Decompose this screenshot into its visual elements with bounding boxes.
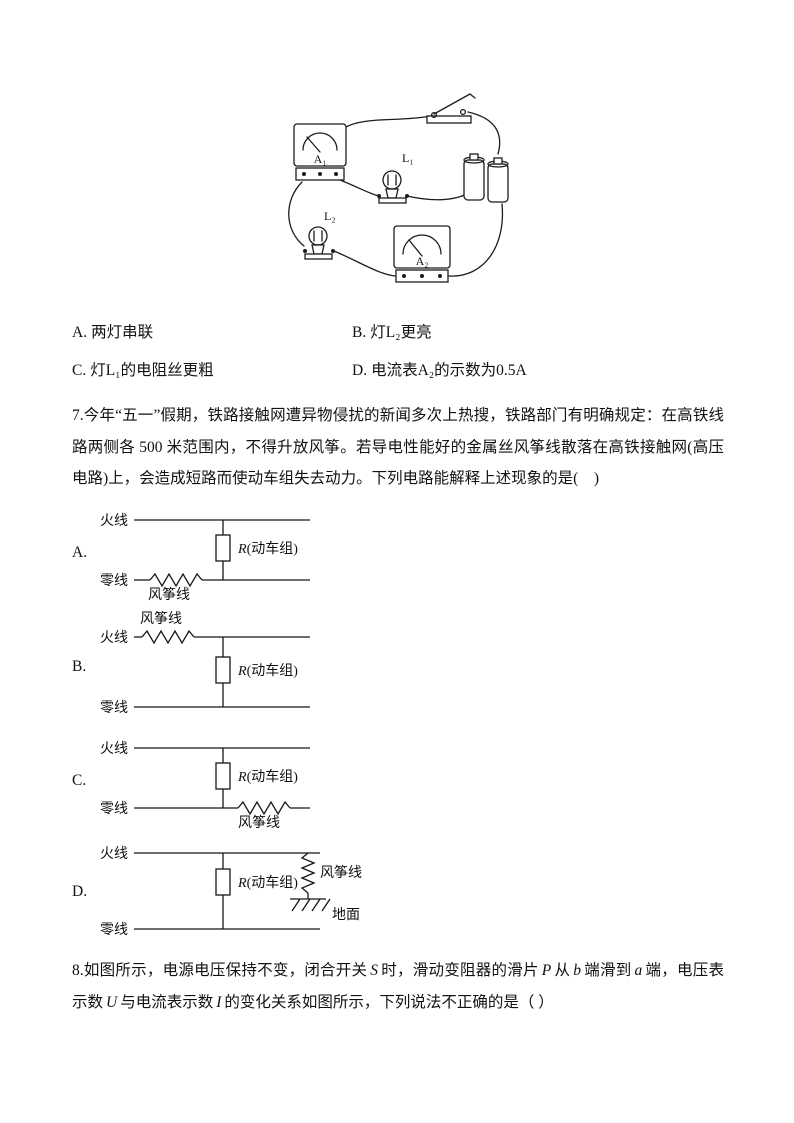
kite-line-zigzag bbox=[237, 800, 291, 816]
resistor-label: R(动车组) bbox=[237, 768, 298, 785]
live-wire-label: 火线 bbox=[100, 513, 128, 529]
wire bbox=[406, 193, 468, 201]
ground-label: 地面 bbox=[332, 907, 360, 923]
option-b-letter: B. bbox=[352, 324, 367, 341]
option-a: A. 两灯串联 bbox=[72, 323, 352, 342]
option-c-letter: C. bbox=[72, 362, 87, 380]
option-d: D. 电流表A₂的示数为0.5A bbox=[352, 361, 527, 380]
circuit-c-letter: C. bbox=[72, 772, 87, 790]
options-row-1: A. 两灯串联 B. 灯L₂更亮 bbox=[72, 323, 724, 342]
neutral-wire-label: 零线 bbox=[100, 801, 128, 817]
ammeter-a2: A₂ bbox=[393, 225, 451, 283]
resistor-symbol bbox=[215, 868, 231, 896]
neutral-wire-label: 零线 bbox=[100, 922, 128, 938]
wire bbox=[448, 203, 504, 277]
circuit-option-d: D. 火线 R(动车组) 风筝线 地面 零线 bbox=[72, 839, 724, 945]
resistor-label: R(动车组) bbox=[237, 662, 298, 679]
option-b: B. 灯L₂更亮 bbox=[352, 323, 432, 342]
circuit-option-a: A. 火线 R(动车组) 零线 风筝线 bbox=[72, 505, 724, 601]
kite-line-label: 风筝线 bbox=[320, 864, 362, 881]
circuit-d-diagram: 火线 R(动车组) 风筝线 地面 零线 bbox=[100, 846, 362, 938]
question6-circuit-figure: A₁ L₁ bbox=[282, 88, 532, 305]
option-d-letter: D. bbox=[352, 362, 368, 380]
neutral-wire-label: 零线 bbox=[100, 700, 128, 716]
wire bbox=[288, 181, 305, 247]
kite-line-label: 风筝线 bbox=[140, 611, 182, 627]
resistor-symbol bbox=[215, 762, 231, 790]
kite-line-zigzag bbox=[141, 629, 195, 645]
exam-page: A₁ L₁ bbox=[72, 88, 724, 1011]
option-c-text: 灯L₁的电阻丝更粗 bbox=[90, 362, 214, 380]
options-row-2: C. 灯L₁的电阻丝更粗 D. 电流表A₂的示数为0.5A bbox=[72, 361, 724, 380]
kite-line-zigzag bbox=[149, 572, 203, 588]
option-a-letter: A. bbox=[72, 324, 88, 341]
question7-stem: 7.今年“五一”假期，铁路接触网遭异物侵扰的新闻多次上热搜，铁路部门有明确规定：… bbox=[72, 406, 724, 488]
ammeter-a2-label: A₂ bbox=[416, 254, 429, 268]
resistor-symbol bbox=[215, 656, 231, 684]
resistor-label: R(动车组) bbox=[237, 540, 298, 557]
question6-options: A. 两灯串联 B. 灯L₂更亮 C. 灯L₁的电阻丝更粗 D. 电流表A₂的示… bbox=[72, 323, 724, 381]
neutral-wire-label: 零线 bbox=[100, 573, 128, 589]
circuit-option-c: C. 火线 R(动车组) 零线 风筝线 bbox=[72, 733, 724, 829]
ammeter-a1: A₁ bbox=[293, 123, 347, 181]
option-b-text: 灯L₂更亮 bbox=[370, 324, 432, 341]
resistor-label: R(动车组) bbox=[237, 874, 298, 891]
option-a-text: 两灯串联 bbox=[91, 324, 154, 341]
circuit-a-diagram: 火线 R(动车组) 零线 风筝线 bbox=[100, 513, 310, 601]
live-wire-label: 火线 bbox=[100, 846, 128, 862]
lamp-l2-label: L₂ bbox=[324, 209, 336, 223]
circuit-b-letter: B. bbox=[72, 658, 87, 676]
circuit-option-b: B. 风筝线 火线 R(动车组) 零线 bbox=[72, 611, 724, 723]
lamp-l1-label: L₁ bbox=[402, 151, 414, 165]
circuit-c-diagram: 火线 R(动车组) 零线 风筝线 bbox=[100, 741, 310, 829]
wire bbox=[467, 111, 501, 155]
circuit-figure-svg: A₁ L₁ bbox=[288, 93, 509, 283]
kite-line-zigzag bbox=[300, 852, 316, 894]
kite-line-label: 风筝线 bbox=[238, 814, 280, 829]
resistor-symbol bbox=[215, 534, 231, 562]
option-d-text: 电流表A₂的示数为0.5A bbox=[371, 362, 527, 380]
circuit-a-letter: A. bbox=[72, 544, 88, 562]
battery-cells bbox=[463, 153, 509, 203]
circuit-b-diagram: 风筝线 火线 R(动车组) 零线 bbox=[100, 611, 310, 716]
ground-symbol bbox=[290, 898, 331, 912]
lamp-l2: L₂ bbox=[303, 209, 336, 260]
wire bbox=[339, 179, 380, 197]
live-wire-label: 火线 bbox=[100, 630, 128, 646]
live-wire-label: 火线 bbox=[100, 741, 128, 757]
lamp-l1: L₁ bbox=[377, 151, 414, 204]
switch-icon bbox=[426, 93, 476, 124]
ammeter-a1-label: A₁ bbox=[314, 152, 327, 166]
wire bbox=[343, 115, 431, 129]
wire bbox=[333, 250, 396, 277]
kite-line-label: 风筝线 bbox=[148, 586, 190, 601]
option-c: C. 灯L₁的电阻丝更粗 bbox=[72, 361, 352, 380]
circuit-d-letter: D. bbox=[72, 883, 88, 901]
